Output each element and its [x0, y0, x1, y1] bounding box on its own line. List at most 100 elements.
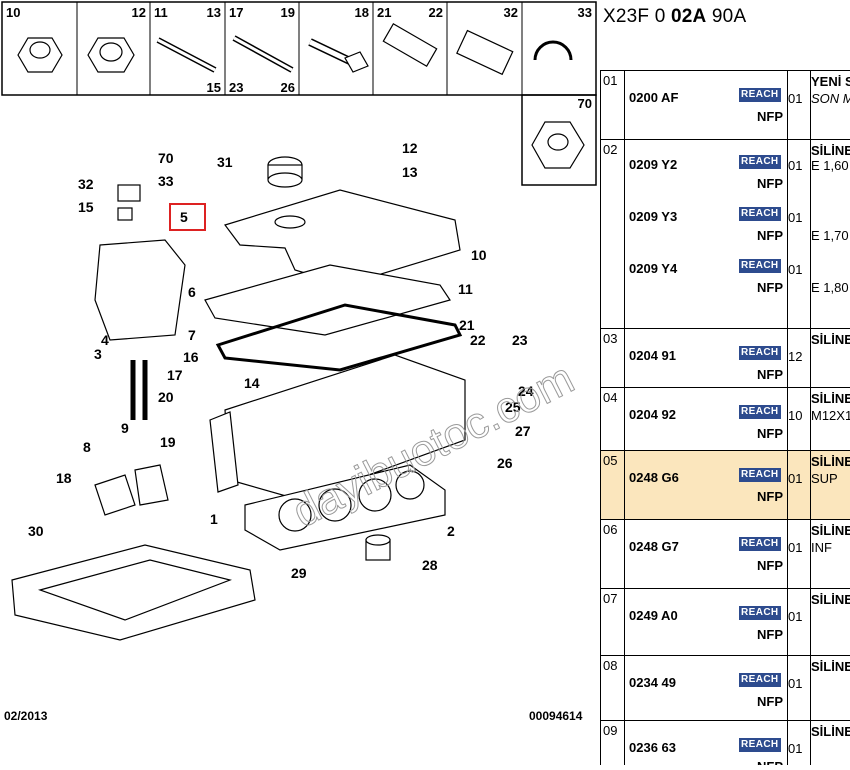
reach-badge: REACH	[739, 88, 781, 102]
thumb-label: 22	[429, 5, 443, 20]
part-heading: SİLİNE	[811, 388, 850, 406]
callout-20: 20	[158, 389, 174, 405]
part-number[interactable]: 0249 A0	[629, 608, 678, 623]
reach-badge: REACH	[739, 738, 781, 752]
part-heading: SİLİNE	[811, 520, 850, 538]
part-number[interactable]: 0236 63	[629, 740, 676, 755]
part-qty: 12	[788, 349, 802, 364]
thumb-label: 26	[281, 80, 295, 95]
callout-17: 17	[167, 367, 183, 383]
part-desc: E 1,70	[811, 228, 849, 243]
part-number[interactable]: 0200 AF	[629, 90, 678, 105]
part-number[interactable]: 0234 49	[629, 675, 676, 690]
part-index: 05	[601, 451, 625, 520]
part-desc: INF	[811, 540, 832, 555]
part-qty-col: 01	[788, 451, 811, 520]
callout-5: 5	[180, 209, 188, 225]
thumb-label: 19	[281, 5, 295, 20]
thumb-label: 13	[207, 5, 221, 20]
callout-2: 2	[447, 523, 455, 539]
part-desc-col: SİLİNE	[811, 656, 850, 721]
nfp-label: NFP	[757, 228, 783, 243]
thumb-label: 11	[154, 5, 168, 20]
part-number[interactable]: 0204 91	[629, 348, 676, 363]
part-heading: SİLİNE	[811, 140, 850, 158]
reach-badge: REACH	[739, 155, 781, 169]
callout-6: 6	[188, 284, 196, 300]
part-qty: 10	[788, 408, 802, 423]
callout-7: 7	[188, 327, 196, 343]
part-qty: 01	[788, 158, 802, 173]
callout-33: 33	[158, 173, 174, 189]
part-qty-col: 01	[788, 589, 811, 656]
part-desc: SON M	[811, 91, 850, 106]
part-heading: SİLİNE	[811, 329, 850, 347]
callout-11: 11	[458, 281, 473, 297]
part-qty-col: 12	[788, 329, 811, 388]
callout-13: 13	[402, 164, 418, 180]
reach-badge: REACH	[739, 537, 781, 551]
part-qty: 01	[788, 676, 802, 691]
callout-16: 16	[183, 349, 199, 365]
nfp-label: NFP	[757, 280, 783, 295]
part-desc-col: SİLİNE	[811, 589, 850, 656]
part-number[interactable]: 0209 Y4	[629, 261, 677, 276]
thumb-label: 12	[132, 5, 146, 20]
part-number[interactable]: 0209 Y3	[629, 209, 677, 224]
part-refs: 0248 G7 REACH NFP	[625, 520, 788, 589]
part-number[interactable]: 0209 Y2	[629, 157, 677, 172]
callout-8: 8	[83, 439, 91, 455]
part-number[interactable]: 0248 G6	[629, 470, 679, 485]
part-qty: 01	[788, 91, 802, 106]
engine-head-drawing	[12, 157, 465, 640]
callout-31: 31	[217, 154, 233, 170]
part-heading: SİLİNE	[811, 589, 850, 607]
callout-15: 15	[78, 199, 94, 215]
reach-badge: REACH	[739, 405, 781, 419]
nfp-label: NFP	[757, 489, 783, 504]
callout-22: 22	[470, 332, 486, 348]
reach-badge: REACH	[739, 468, 781, 482]
part-number[interactable]: 0248 G7	[629, 539, 679, 554]
callout-70: 70	[158, 150, 174, 166]
part-entry[interactable]: 0236 63REACHNFP	[625, 735, 787, 759]
nfp-label: NFP	[757, 558, 783, 573]
part-number[interactable]: 0204 92	[629, 407, 676, 422]
part-qty-col: 01	[788, 71, 811, 140]
part-qty: 01	[788, 262, 802, 277]
engine-code: X23F 0 02A 90A	[603, 6, 746, 28]
thumb-label: 70	[578, 96, 592, 111]
part-desc: SUP	[811, 471, 838, 486]
callout-30: 30	[28, 523, 44, 539]
callout-1: 1	[210, 511, 218, 527]
part-qty-col: 10	[788, 388, 811, 451]
